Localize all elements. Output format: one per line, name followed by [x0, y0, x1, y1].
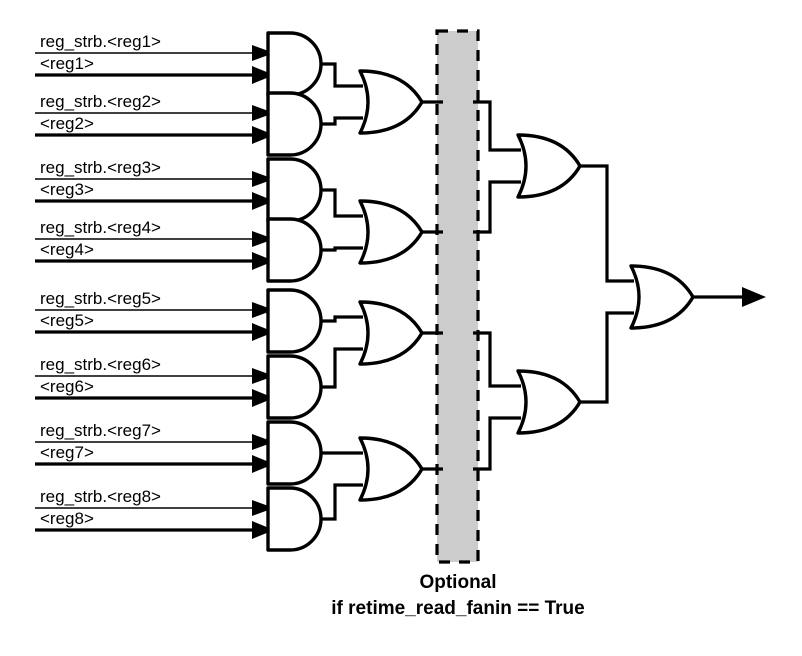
- register-input-row-5: reg_strb.<reg5> <reg5>: [35, 289, 274, 341]
- and-gate-2: [266, 91, 323, 157]
- link-and6-to-or3: [321, 347, 363, 389]
- data-label-8: <reg8>: [40, 509, 94, 528]
- strobe-label-5: reg_strb.<reg5>: [40, 289, 161, 308]
- final-output-arrowhead: [742, 287, 766, 307]
- and-gate-1: [266, 31, 323, 97]
- strobe-label-3: reg_strb.<reg3>: [40, 158, 161, 177]
- link-or3-to-or6: [473, 331, 521, 388]
- strobe-arrowhead-7: [252, 434, 274, 450]
- link-and2-to-or1: [321, 116, 363, 126]
- data-label-2: <reg2>: [40, 114, 94, 133]
- strobe-label-1: reg_strb.<reg1>: [40, 32, 161, 51]
- data-arrowhead-2: [252, 126, 274, 144]
- or-gate-stage2-bottom: [516, 369, 582, 435]
- and-gate-7: [266, 420, 323, 486]
- data-arrowhead-6: [252, 389, 274, 407]
- or-gate-stage3-final: [629, 264, 695, 330]
- and-gate-8: [266, 486, 323, 552]
- strobe-label-7: reg_strb.<reg7>: [40, 421, 161, 440]
- strobe-arrowhead-6: [252, 368, 274, 384]
- data-label-1: <reg1>: [40, 54, 94, 73]
- or-gate-stage1-3: [358, 300, 424, 366]
- data-label-6: <reg6>: [40, 377, 94, 396]
- optional-caption-line1: Optional: [419, 572, 496, 593]
- link-and1-to-or1: [321, 62, 363, 88]
- register-input-row-2: reg_strb.<reg2> <reg2>: [35, 92, 274, 144]
- data-arrowhead-3: [252, 192, 274, 210]
- register-input-row-8: reg_strb.<reg8> <reg8>: [35, 487, 274, 539]
- link-and4-to-or2: [321, 246, 363, 252]
- and-gate-5: [266, 288, 323, 354]
- register-input-row-6: reg_strb.<reg6> <reg6>: [35, 355, 274, 407]
- strobe-label-2: reg_strb.<reg2>: [40, 92, 161, 111]
- link-and8-to-or4: [321, 483, 363, 521]
- strobe-arrowhead-4: [252, 231, 274, 247]
- link-and5-to-or3: [321, 315, 363, 323]
- register-input-row-1: reg_strb.<reg1> <reg1>: [35, 32, 274, 84]
- link-or2-to-or5: [473, 180, 521, 234]
- optional-retiming-region: [435, 29, 480, 564]
- strobe-label-6: reg_strb.<reg6>: [40, 355, 161, 374]
- strobe-arrowhead-1: [252, 45, 274, 61]
- or6-output-wire: [580, 311, 634, 404]
- and-gate-6: [266, 354, 323, 420]
- data-label-5: <reg5>: [40, 311, 94, 330]
- strobe-label-8: reg_strb.<reg8>: [40, 487, 161, 506]
- data-arrowhead-5: [252, 323, 274, 341]
- register-input-row-4: reg_strb.<reg4> <reg4>: [35, 218, 274, 270]
- link-or4-to-or6: [473, 416, 521, 471]
- link-or1-to-or5: [473, 100, 521, 152]
- register-input-row-7: reg_strb.<reg7> <reg7>: [35, 421, 274, 473]
- data-arrowhead-1: [252, 66, 274, 84]
- register-input-row-3: reg_strb.<reg3> <reg3>: [35, 158, 274, 210]
- link-and3-to-or2: [321, 188, 363, 218]
- or-gate-stage2-top: [516, 133, 582, 199]
- or-gate-stage1-1: [358, 69, 424, 135]
- optional-caption-line2: if retime_read_fanin == True: [331, 598, 584, 619]
- data-arrowhead-4: [252, 252, 274, 270]
- or5-output-wire: [580, 164, 634, 283]
- and-gate-4: [266, 217, 323, 283]
- strobe-arrowhead-8: [252, 500, 274, 516]
- strobe-arrowhead-3: [252, 171, 274, 187]
- or-gate-stage1-4: [358, 436, 424, 502]
- data-arrowhead-7: [252, 455, 274, 473]
- strobe-arrowhead-5: [252, 302, 274, 318]
- data-arrowhead-8: [252, 521, 274, 539]
- data-label-3: <reg3>: [40, 180, 94, 199]
- and-gate-3: [266, 157, 323, 223]
- strobe-arrowhead-2: [252, 105, 274, 121]
- or-gate-stage1-2: [358, 199, 424, 265]
- data-label-7: <reg7>: [40, 443, 94, 462]
- data-label-4: <reg4>: [40, 240, 94, 259]
- strobe-label-4: reg_strb.<reg4>: [40, 218, 161, 237]
